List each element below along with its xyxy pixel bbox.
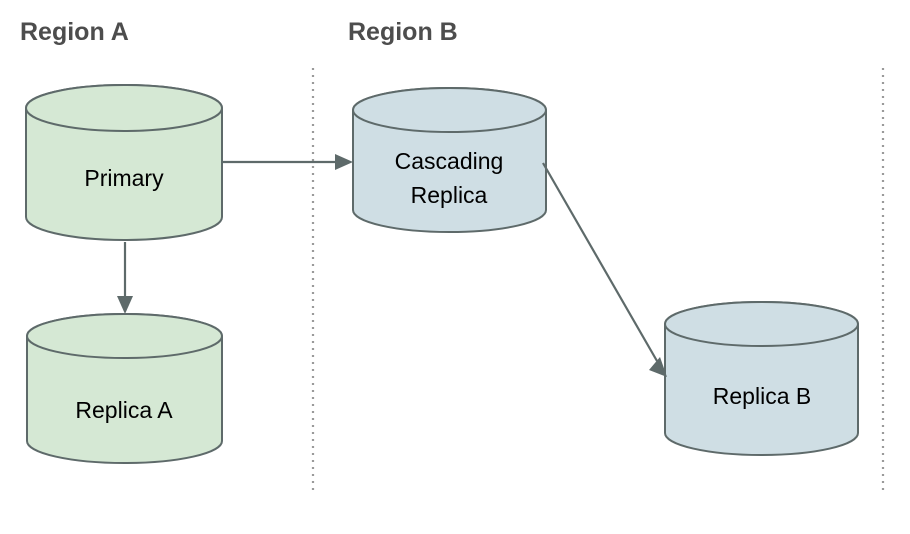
replica-b-label: Replica B (713, 383, 811, 409)
region-label-a: Region A (20, 18, 129, 46)
edge-cascading-replica-to-replica-b-arrowhead (649, 357, 667, 377)
edge-primary-to-replica-a-arrowhead (117, 296, 133, 314)
edge-primary-to-cascading-replica-arrowhead (335, 154, 353, 170)
node-primary[interactable]: Primary (24, 84, 224, 241)
replica-b-cylinder-top-ellipse (663, 301, 860, 347)
replica-a-label: Replica A (75, 397, 173, 423)
edge-cascading-replica-to-replica-b (542, 162, 667, 377)
cascading-replica-label-line1: Cascading (395, 148, 504, 174)
node-cascading-replica[interactable]: Cascading Replica (351, 87, 548, 233)
cascading-replica-label-line2: Replica (411, 182, 488, 208)
primary-label: Primary (84, 165, 164, 191)
cascading-replica-cylinder-top-ellipse (351, 87, 548, 133)
node-replica-a[interactable]: Replica A (25, 313, 224, 464)
node-replica-b[interactable]: Replica B (663, 301, 860, 456)
edge-cascading-replica-to-replica-b-line (542, 162, 658, 362)
primary-cylinder-top-ellipse (24, 84, 224, 132)
edge-primary-to-replica-a (117, 242, 133, 314)
region-label-b: Region B (348, 18, 458, 46)
replica-a-cylinder-top-ellipse (25, 313, 224, 359)
edge-primary-to-cascading-replica (222, 154, 353, 170)
